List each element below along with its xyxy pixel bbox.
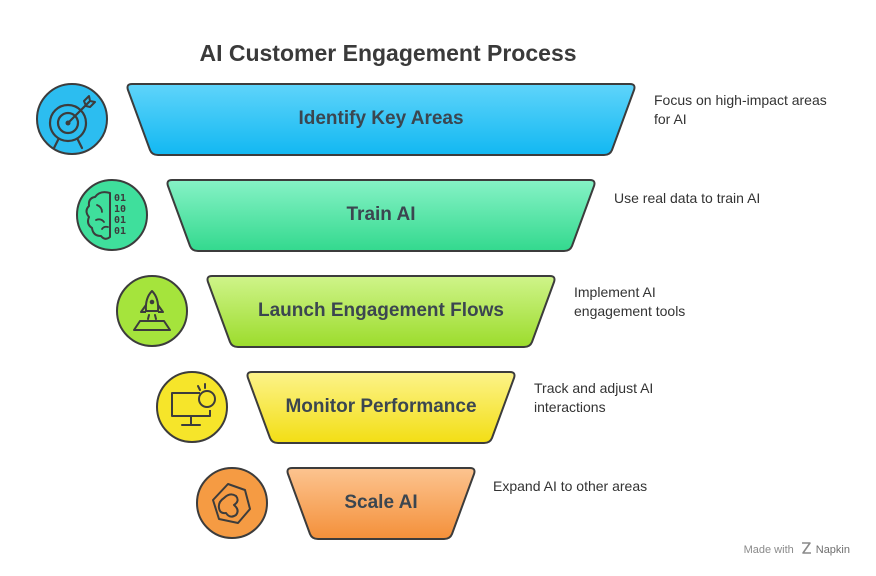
svg-text:01: 01 bbox=[114, 193, 126, 204]
expand-scale-icon bbox=[196, 467, 268, 539]
stage-label-1: Identify Key Areas bbox=[298, 108, 464, 129]
rocket-launch-icon bbox=[116, 275, 188, 347]
napkin-logo-icon bbox=[802, 542, 811, 554]
footer-made-with: Made with bbox=[743, 544, 794, 556]
svg-text:10: 10 bbox=[114, 204, 126, 215]
stage-label-2: Train AI bbox=[346, 204, 416, 225]
footer-attribution: Made with Napkin bbox=[744, 544, 850, 556]
stage-label-5: Scale AI bbox=[344, 492, 418, 513]
funnel-segment-1 bbox=[126, 83, 636, 156]
svg-text:01: 01 bbox=[114, 226, 126, 237]
diagram-title: AI Customer Engagement Process bbox=[199, 40, 577, 66]
stage-description-2: Use real data to train AI bbox=[614, 190, 761, 206]
stage-description-4: Track and adjust AI interactions bbox=[534, 380, 654, 415]
funnel-segment-5 bbox=[286, 467, 476, 540]
funnel-segment-3 bbox=[206, 275, 556, 348]
monitor-alert-icon bbox=[156, 371, 228, 443]
stage-description-3: Implement AI engagement tools bbox=[574, 284, 686, 319]
brain-binary-icon: 01 10 01 01 bbox=[76, 179, 148, 251]
target-arrow-icon bbox=[36, 83, 108, 155]
stage-description-1: Focus on high-impact areas for AI bbox=[654, 92, 827, 127]
funnel-segment-2 bbox=[166, 179, 596, 252]
stage-label-4: Monitor Performance bbox=[285, 396, 477, 417]
funnel-segment-4 bbox=[246, 371, 516, 444]
footer-brand: Napkin bbox=[815, 544, 850, 556]
stage-label-3: Launch Engagement Flows bbox=[258, 300, 504, 321]
svg-text:01: 01 bbox=[114, 215, 126, 226]
stage-description-5: Expand AI to other areas bbox=[493, 478, 648, 494]
